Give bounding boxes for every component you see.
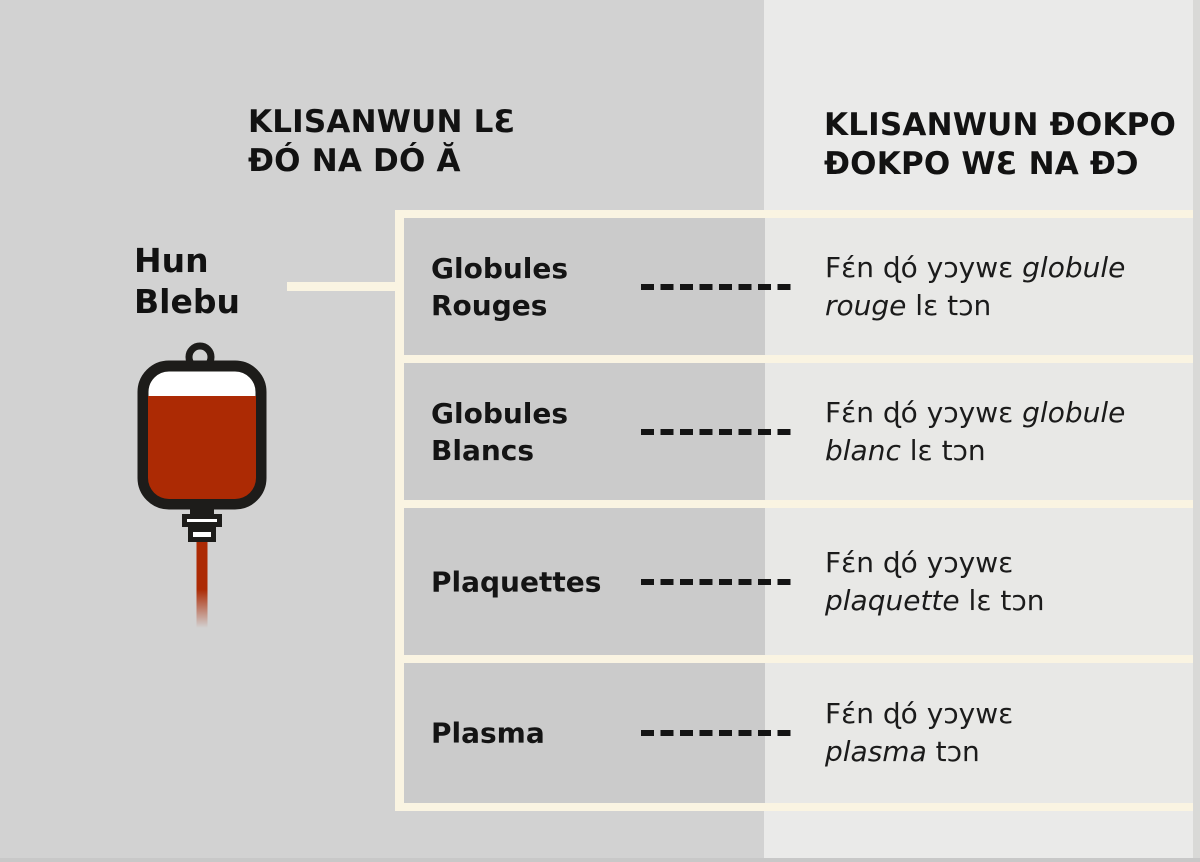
heading-left-line2: ĐÓ NA DÓ Ă (248, 143, 461, 179)
blood-bag-icon (137, 340, 267, 640)
heading-left-line1: KLISANWUN LƐ (248, 104, 516, 140)
component-label: Globules Rouges (431, 250, 568, 324)
table-row-globules-blancs: Globules Blancs Fɛ́n ɖó yɔywɛ globule bl… (404, 363, 1194, 500)
dashed-connector (641, 283, 791, 290)
component-description: Fɛ́n ɖó yɔywɛ plaquette lɛ tɔn (825, 544, 1044, 620)
source-label: Hun Blebu (134, 240, 240, 322)
row-separator (395, 803, 1194, 811)
table-vertical-line (395, 210, 404, 811)
component-label-line2: Blancs (431, 433, 535, 467)
component-label: Plaquettes (431, 563, 601, 600)
description-line1: Fɛ́n ɖó yɔywɛ globule (825, 250, 1126, 284)
component-label-line2: Rouges (431, 288, 548, 322)
row-separator (395, 500, 1194, 508)
source-label-line1: Hun (134, 241, 209, 280)
dashed-connector (641, 730, 791, 736)
heading-right-line1: KLISANWUN ĐOKPO (824, 107, 1177, 143)
component-label-line1: Plasma (431, 716, 545, 750)
component-label-line1: Plaquettes (431, 565, 602, 598)
table-row-plaquettes: Plaquettes Fɛ́n ɖó yɔywɛ plaquette lɛ tɔ… (404, 508, 1194, 655)
heading-right-line2: ĐOKPO WƐ NA ĐƆ (824, 146, 1140, 182)
source-label-line2: Blebu (134, 282, 240, 321)
component-label: Globules Blancs (431, 395, 568, 469)
component-label-line1: Globules (431, 396, 569, 430)
component-label: Plasma (431, 715, 545, 752)
right-edge-strip (1193, 0, 1200, 862)
heading-left: KLISANWUN LƐ ĐÓ NA DÓ Ă (248, 103, 515, 181)
row-separator (395, 210, 1194, 218)
description-line2: blanc lɛ tɔn (825, 433, 986, 467)
table-row-plasma: Plasma Fɛ́n ɖó yɔywɛ plasma tɔn (404, 663, 1194, 803)
description-line1: Fɛ́n ɖó yɔywɛ (825, 697, 1014, 730)
heading-right: KLISANWUN ĐOKPO ĐOKPO WƐ NA ĐƆ (824, 106, 1176, 184)
component-description: Fɛ́n ɖó yɔywɛ plasma tɔn (825, 695, 1013, 771)
table-row-globules-rouges: Globules Rouges Fɛ́n ɖó yɔywɛ globule ro… (404, 218, 1194, 355)
description-line2: plaquette lɛ tɔn (825, 583, 1045, 617)
row-separator (395, 655, 1194, 663)
component-description: Fɛ́n ɖó yɔywɛ globule blanc lɛ tɔn (825, 394, 1125, 470)
component-description: Fɛ́n ɖó yɔywɛ globule rouge lɛ tɔn (825, 249, 1125, 325)
description-line1: Fɛ́n ɖó yɔywɛ (825, 545, 1014, 579)
description-line2: rouge lɛ tɔn (825, 288, 992, 322)
row-separator (395, 355, 1194, 363)
description-line1: Fɛ́n ɖó yɔywɛ globule (825, 395, 1126, 429)
bottom-edge-strip (0, 858, 1200, 862)
dashed-connector (641, 428, 791, 435)
dashed-connector (641, 578, 791, 585)
component-label-line1: Globules (431, 251, 569, 285)
source-connector-line (287, 282, 404, 291)
description-line2: plasma tɔn (825, 735, 980, 768)
